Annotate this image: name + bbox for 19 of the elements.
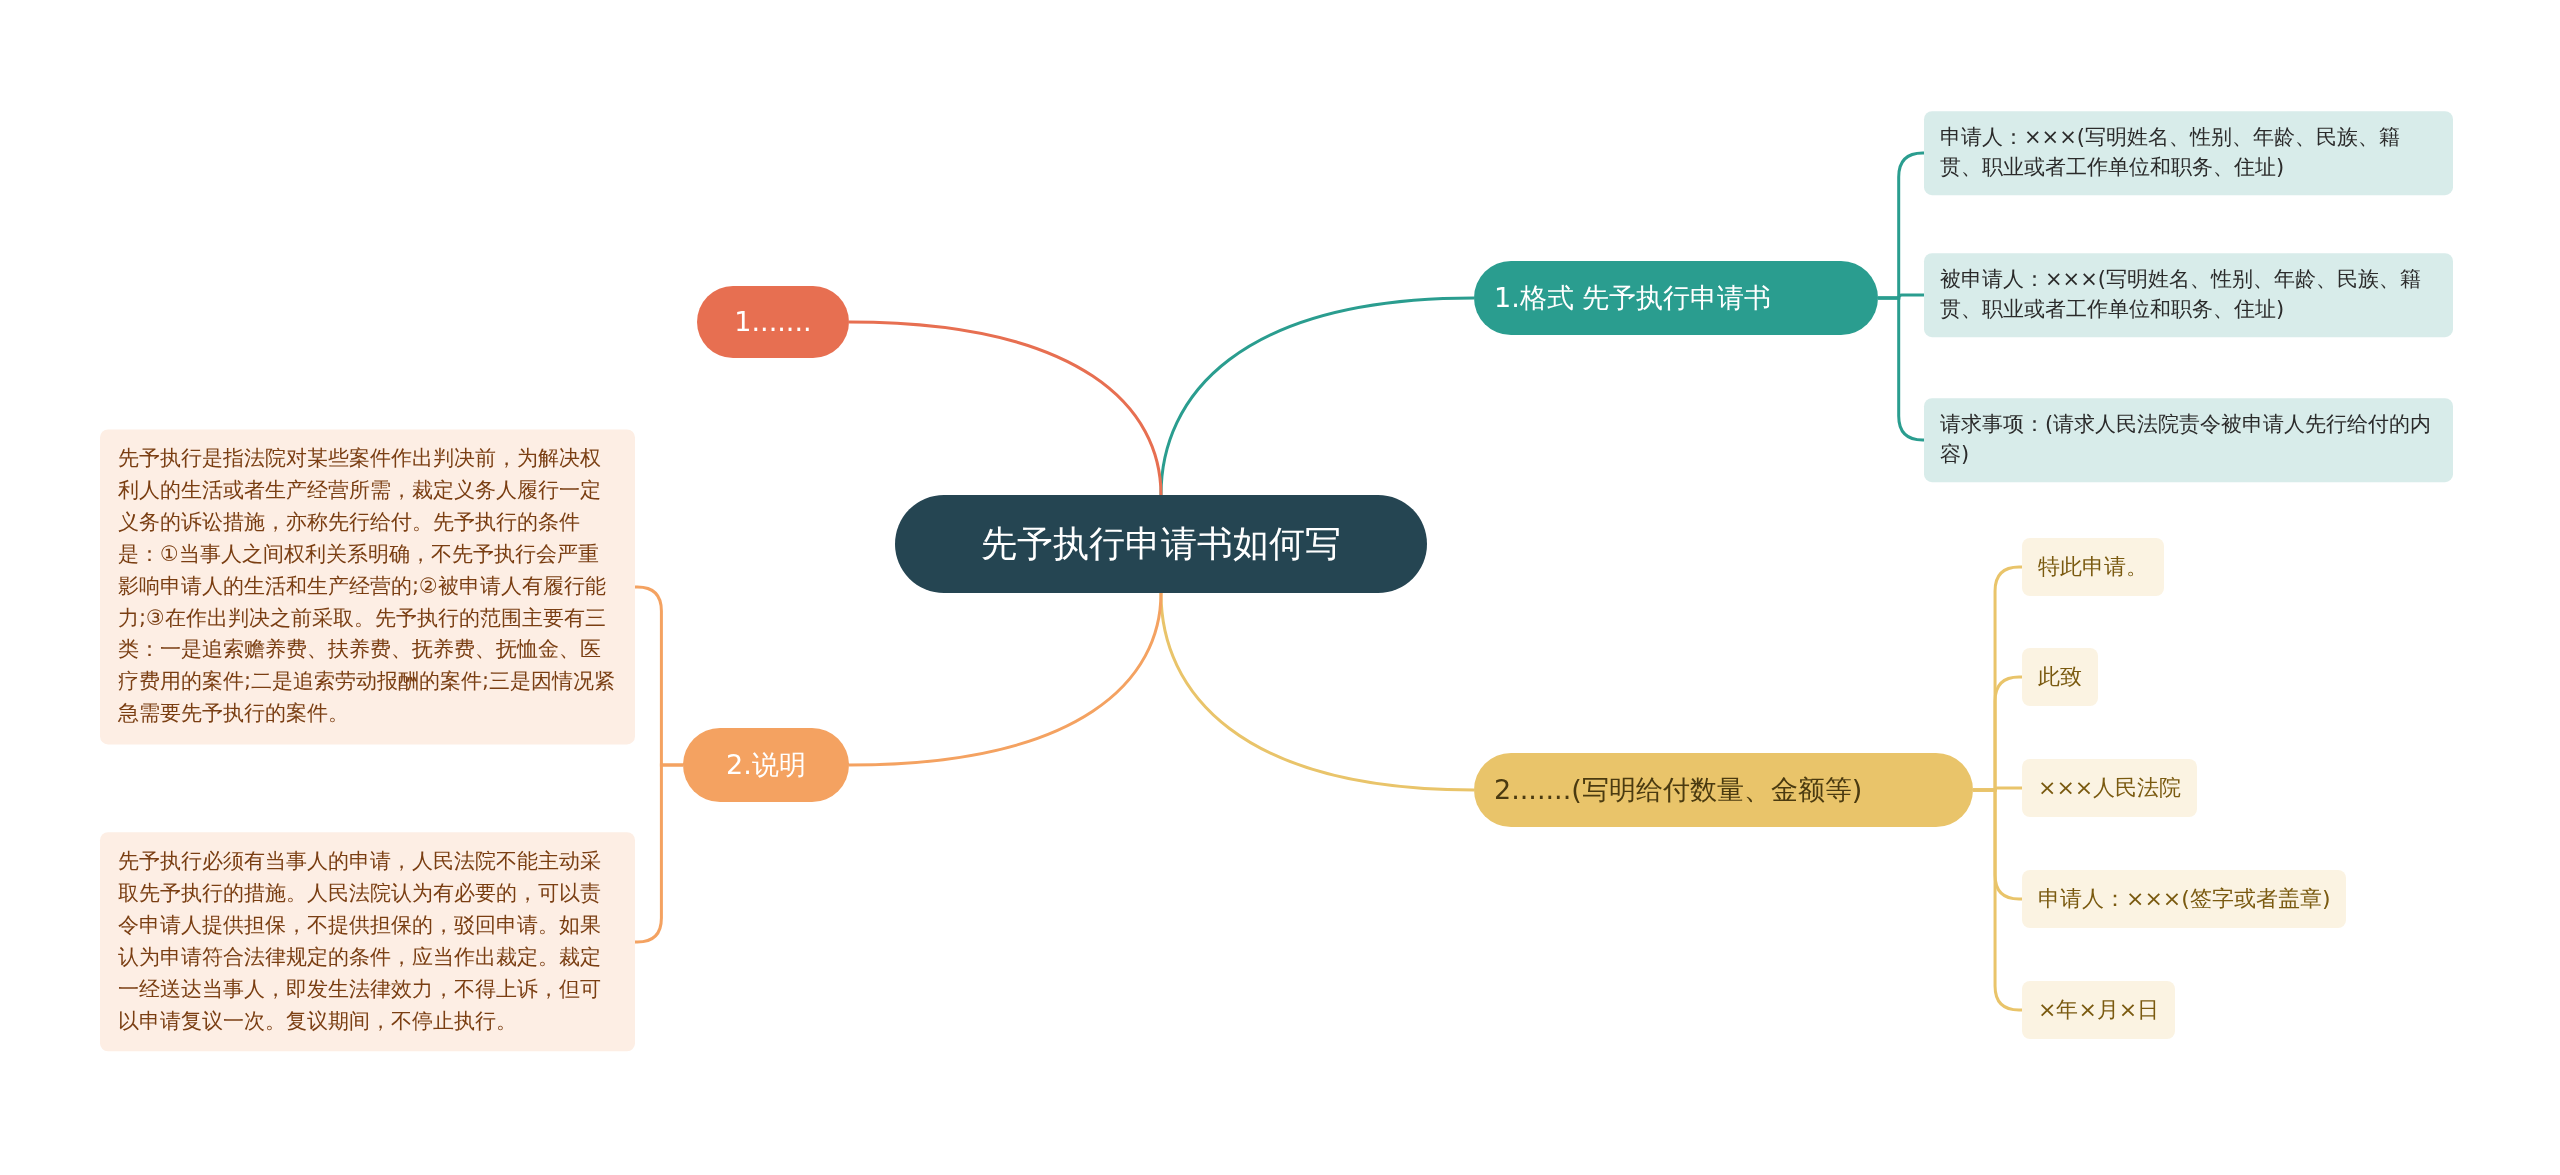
subtopic-card: 特此申请。	[2022, 538, 2164, 596]
branch-topic: 2.......(写明给付数量、金额等)	[1474, 753, 1973, 827]
subtopic-card: 申请人：×××(签字或者盖章)	[2022, 870, 2347, 928]
subtopic-card: 此致	[2022, 648, 2098, 706]
note-card: 先予执行是指法院对某些案件作出判决前，为解决权利人的生活或者生产经营所需，裁定义务人履行一定义务的诉讼措施，亦称先行给付。先予执行的条件是：①当事人之间权利关系明确，不先予执行会严重影响申请人的生活和生产经营的;②被申请人有履行能力;③在作出判决之前采取。先予执行的范围主要有三类：一是追索赡养费、扶养费、抚养费、抚恤金、医疗费用的案件;二是追索劳动报酬的案件;三是因情况紧急需要先予执行的案件。	[100, 429, 635, 745]
branch-topic: 1.格式 先予执行申请书	[1474, 261, 1878, 335]
subtopic-card: 被申请人：×××(写明姓名、性别、年龄、民族、籍贯、职业或者工作单位和职务、住址)	[1924, 253, 2453, 337]
note-card: 先予执行必须有当事人的申请，人民法院不能主动采取先予执行的措施。人民法院认为有必要的，可以责令申请人提供担保，不提供担保的，驳回申请。如果认为申请符合法律规定的条件，应当作出裁定。裁定一经送达当事人，即发生法律效力，不得上诉，但可以申请复议一次。复议期间，不停止执行。	[100, 832, 635, 1052]
connector-line	[848, 592, 1163, 767]
subtopic-card: ×××人民法院	[2022, 759, 2198, 817]
branch-topic: 2.说明	[683, 728, 849, 802]
branch-topic: 1.......	[697, 286, 849, 358]
subtopic-card: 申请人：×××(写明姓名、性别、年龄、民族、籍贯、职业或者工作单位和职务、住址)	[1924, 111, 2453, 195]
central-topic: 先予执行申请书如何写	[895, 495, 1427, 593]
subtopic-card: 请求事项：(请求人民法院责令被申请人先行给付的内容)	[1924, 398, 2453, 482]
subtopic-card: ×年×月×日	[2022, 981, 2176, 1039]
connector-line	[1159, 296, 1475, 496]
connector-line	[1159, 592, 1475, 792]
connector-line	[848, 320, 1163, 496]
